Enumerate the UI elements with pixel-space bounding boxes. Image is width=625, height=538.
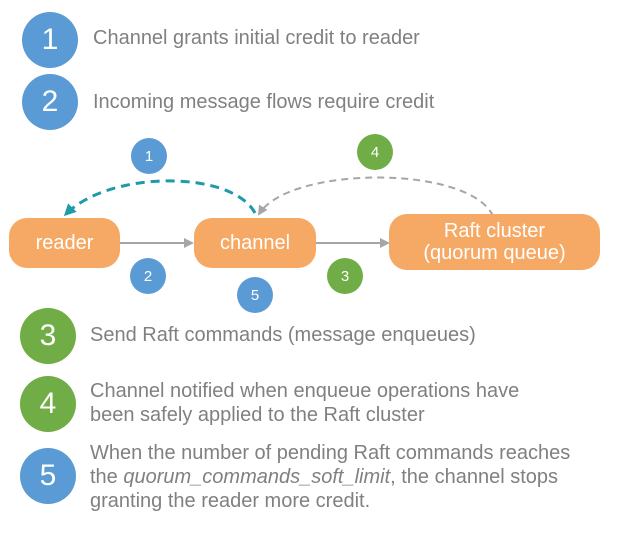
raft-cluster-node: Raft cluster (quorum queue) [389, 214, 600, 270]
marker-5: 5 [237, 277, 273, 313]
step-4-badge: 4 [20, 376, 76, 432]
step-4-line-1: Channel notified when enqueue operations… [90, 380, 520, 402]
arrow-notify-channel [257, 176, 494, 217]
channel-node: channel [194, 218, 316, 268]
marker-1: 1 [131, 138, 167, 174]
soft-limit-setting: quorum_commands_soft_limit [123, 466, 391, 488]
step-5-line-2: the quorum_commands_soft_limit, the chan… [90, 466, 559, 488]
reader-node: reader [9, 218, 120, 268]
step-4-text: Channel notified when enqueue operations… [90, 379, 519, 427]
step-2-badge: 2 [22, 74, 78, 130]
step-5-line-1: When the number of pending Raft commands… [90, 442, 571, 464]
arrow-credit-to-reader [63, 179, 257, 217]
step-4-line-2: been safely applied to the Raft cluster [90, 404, 425, 426]
step-5-badge: 5 [20, 448, 76, 504]
step-5-line-3: granting the reader more credit. [90, 490, 371, 512]
step-5-text: When the number of pending Raft commands… [90, 441, 570, 513]
quorum-queue-label: (quorum queue) [423, 242, 566, 264]
marker-4: 4 [357, 134, 393, 170]
step-1-text: Channel grants initial credit to reader [93, 27, 420, 49]
marker-3: 3 [327, 258, 363, 294]
marker-2: 2 [130, 258, 166, 294]
raft-cluster-label: Raft cluster [443, 220, 546, 242]
step-3-badge: 3 [20, 308, 76, 364]
step-1-badge: 1 [22, 12, 78, 68]
step-3-text: Send Raft commands (message enqueues) [90, 324, 476, 346]
step-2-text: Incoming message flows require credit [93, 91, 435, 113]
